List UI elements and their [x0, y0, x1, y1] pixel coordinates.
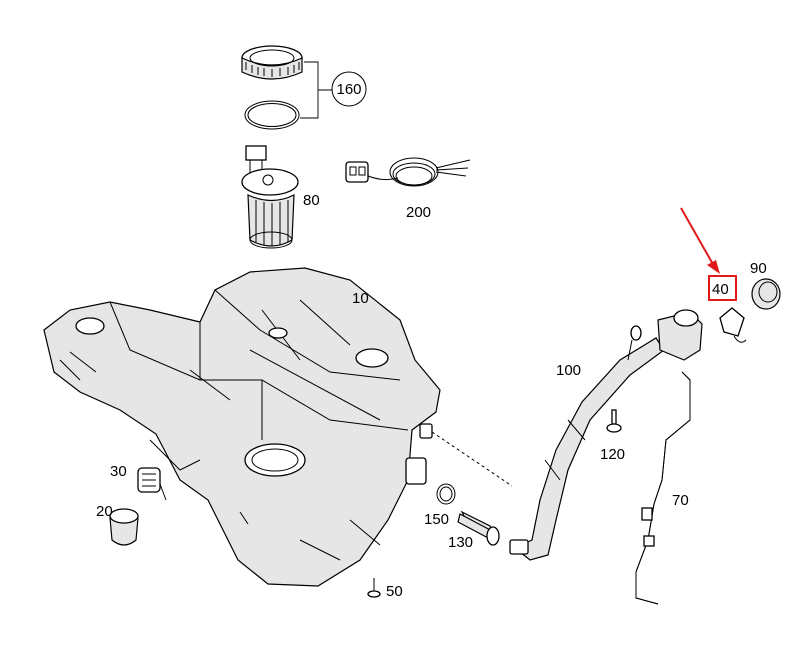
callout-100: 100 [556, 362, 581, 379]
callout-40: 40 [712, 281, 729, 298]
callout-80: 80 [303, 192, 320, 209]
part-160-seal-ring [244, 100, 300, 130]
callout-70: 70 [672, 492, 689, 509]
part-200-harness [345, 157, 471, 187]
callout-30: 30 [110, 463, 127, 480]
highlight-box-40 [708, 275, 737, 301]
part-70-vent-line [635, 371, 691, 605]
part-80-fuel-pump [241, 145, 299, 249]
callout-130: 130 [448, 534, 473, 551]
callout-160: 160 [336, 81, 361, 98]
callout-10: 10 [352, 290, 369, 307]
part-160-lock-ring [241, 45, 303, 80]
callout-50: 50 [386, 583, 403, 600]
part-150-clamp [436, 483, 456, 505]
part-90-fuel-cap [751, 278, 781, 310]
part-100-filler-neck [509, 309, 703, 561]
part-20-filter [109, 508, 139, 546]
part-130-hose [457, 510, 500, 546]
part-50-screw [367, 578, 381, 598]
callout-200: 200 [406, 204, 431, 221]
callout-120: 120 [600, 446, 625, 463]
callout-150: 150 [424, 511, 449, 528]
callout-90: 90 [750, 260, 767, 277]
red-arrowhead-icon [707, 260, 720, 274]
red-arrow-icon [680, 207, 715, 267]
part-10-fuel-tank [43, 267, 513, 587]
part-40-flap [719, 307, 747, 343]
callout-20: 20 [96, 503, 113, 520]
part-120-bolt [606, 409, 622, 433]
callout-circle-160 [331, 71, 367, 107]
part-30-valve [137, 467, 167, 501]
